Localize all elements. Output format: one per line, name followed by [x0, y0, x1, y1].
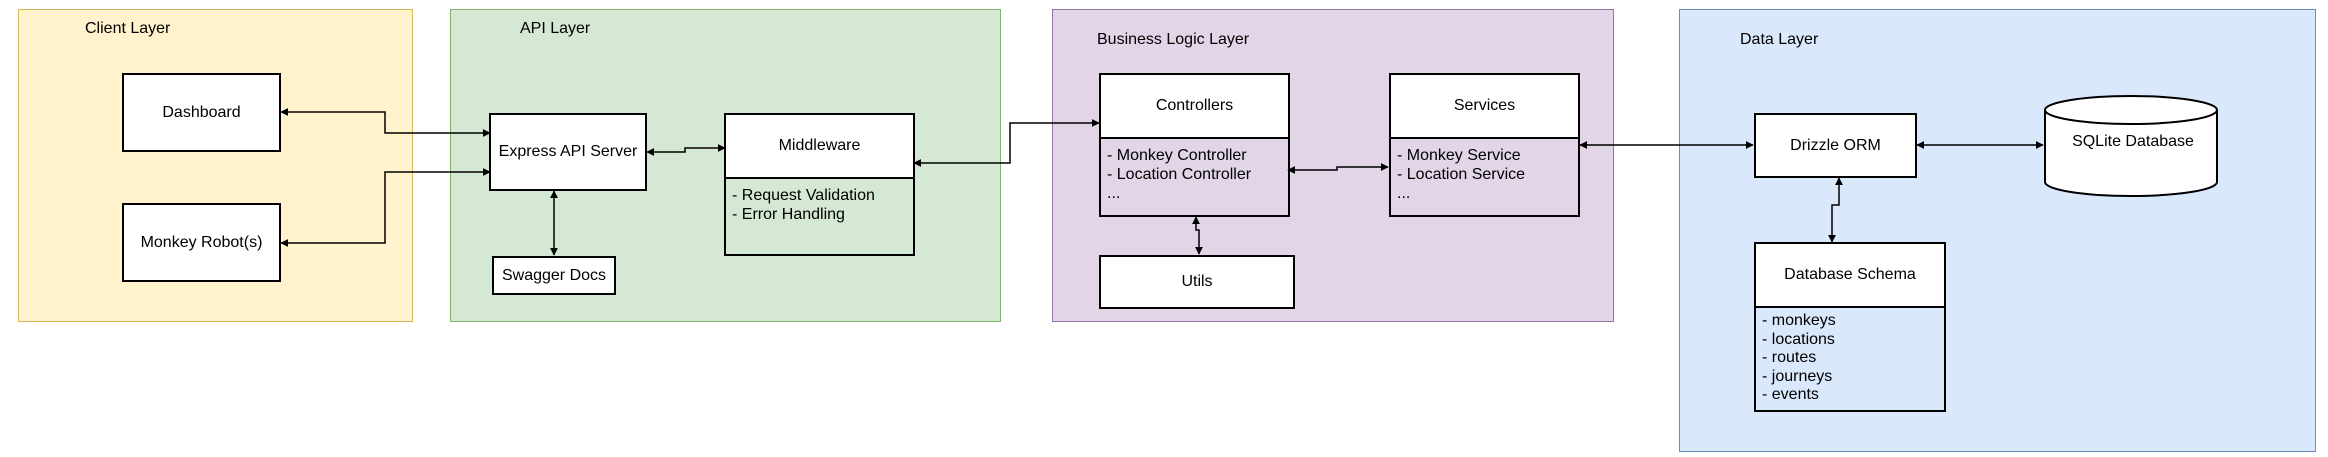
edge-orm-schema	[1828, 177, 1843, 243]
services-node[interactable]: Services - Monkey Service - Location Ser…	[1389, 73, 1580, 217]
edge-controllers-utils	[1192, 216, 1203, 255]
middleware-title: Middleware	[726, 115, 913, 179]
drizzle-orm-node[interactable]: Drizzle ORM	[1754, 113, 1917, 178]
database-schema-item: - monkeys	[1762, 312, 1836, 329]
swagger-docs-node[interactable]: Swagger Docs	[492, 256, 616, 295]
edge-middleware-controllers	[913, 119, 1100, 167]
utils-label: Utils	[1181, 273, 1213, 290]
database-schema-item: - events	[1762, 386, 1819, 403]
database-schema-node[interactable]: Database Schema - monkeys - locations - …	[1754, 242, 1946, 412]
swagger-docs-label: Swagger Docs	[501, 266, 607, 284]
utils-node[interactable]: Utils	[1099, 255, 1295, 309]
database-schema-title: Database Schema	[1756, 244, 1944, 308]
express-api-server-node[interactable]: Express API Server	[489, 113, 647, 191]
data-layer: Data Layer	[1679, 9, 2316, 452]
monkey-robots-node[interactable]: Monkey Robot(s)	[122, 203, 281, 282]
services-item: ...	[1397, 185, 1411, 202]
sqlite-database-label: SQLite Database	[2072, 133, 2194, 150]
client-layer-title: Client Layer	[85, 20, 171, 37]
api-layer-title: API Layer	[520, 20, 591, 37]
controllers-item: - Monkey Controller	[1107, 147, 1247, 164]
express-api-server-label: Express API Server	[498, 143, 638, 160]
dashboard-node[interactable]: Dashboard	[122, 73, 281, 152]
database-schema-items: - monkeys - locations - routes - journey…	[1756, 308, 1944, 412]
monkey-robots-label: Monkey Robot(s)	[140, 233, 263, 251]
database-schema-item: - locations	[1762, 330, 1835, 348]
services-title: Services	[1391, 75, 1578, 139]
services-item: - Location Service	[1397, 166, 1526, 183]
controllers-node[interactable]: Controllers - Monkey Controller - Locati…	[1099, 73, 1290, 217]
controllers-title: Controllers	[1101, 75, 1288, 139]
sqlite-database-cylinder	[2044, 95, 2218, 197]
controllers-item: - Location Controller	[1107, 166, 1252, 183]
edge-api-middleware	[646, 144, 726, 156]
middleware-item: - Request Validation	[732, 187, 875, 204]
edge-dashboard-api	[280, 108, 491, 137]
dashboard-label: Dashboard	[162, 103, 241, 121]
database-schema-item: - journeys	[1762, 367, 1833, 385]
data-layer-title: Data Layer	[1740, 31, 1819, 48]
services-item: - Monkey Service	[1397, 147, 1521, 164]
middleware-node[interactable]: Middleware - Request Validation - Error …	[724, 113, 915, 256]
middleware-item: - Error Handling	[732, 206, 845, 223]
controllers-item: ...	[1107, 185, 1121, 202]
database-schema-item: - routes	[1762, 349, 1817, 366]
middleware-items: - Request Validation - Error Handling	[726, 179, 913, 231]
controllers-items: - Monkey Controller - Location Controlle…	[1101, 139, 1288, 210]
edge-controllers-services	[1287, 163, 1389, 174]
drizzle-orm-label: Drizzle ORM	[1790, 136, 1881, 154]
services-items: - Monkey Service - Location Service ...	[1391, 139, 1578, 210]
edge-robots-api	[280, 168, 491, 247]
business-logic-layer-title: Business Logic Layer	[1097, 31, 1250, 48]
